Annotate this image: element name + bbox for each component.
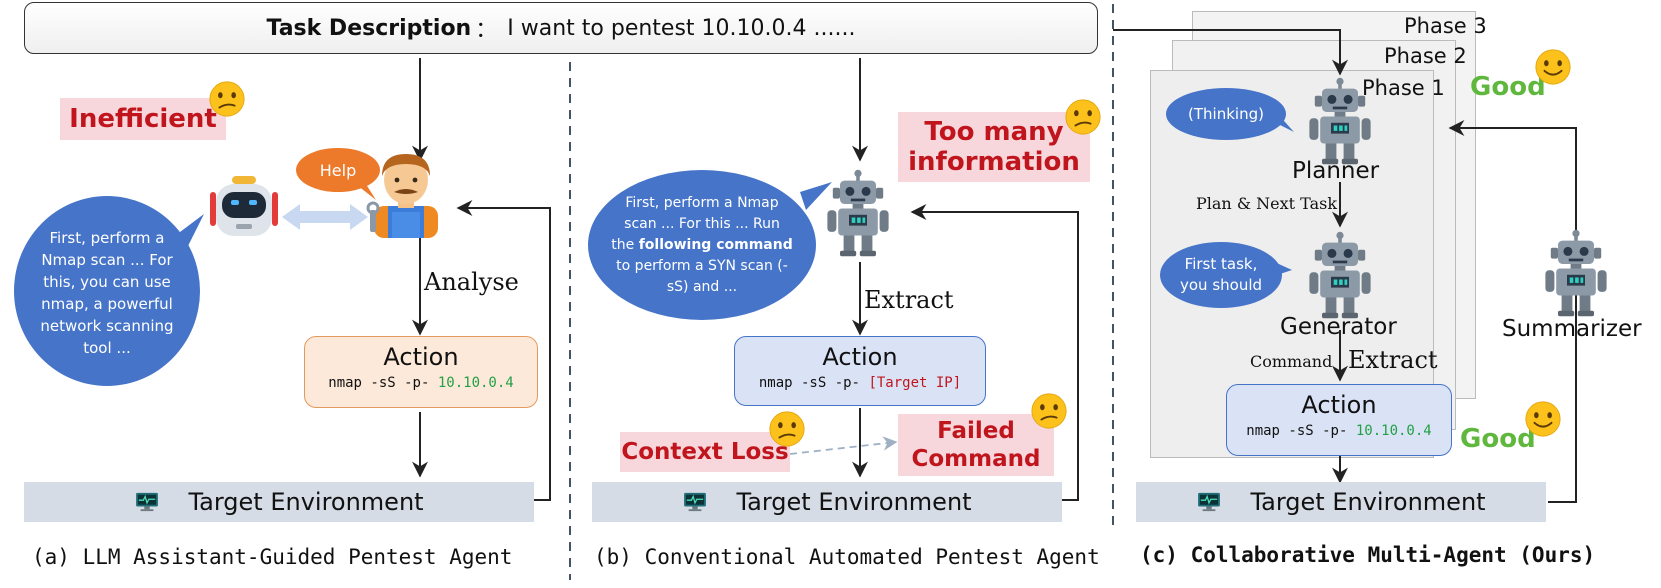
- action-box-a: Action nmap -sS -p- 10.10.0.4: [304, 336, 538, 408]
- monitor-icon: [1196, 492, 1222, 512]
- phase-2-label: Phase 2: [1384, 44, 1467, 68]
- planner-robot-icon: [1300, 76, 1380, 166]
- action-title-b: Action: [822, 343, 898, 371]
- phase-3-label: Phase 3: [1404, 14, 1487, 38]
- action-box-c: Action nmap -sS -p- 10.10.0.4: [1226, 384, 1452, 456]
- summarizer-robot-icon: [1536, 228, 1616, 318]
- task-separator: ：: [475, 18, 498, 43]
- smile-emoji-icon: [1534, 48, 1572, 86]
- task-label: Task Description: [266, 15, 472, 41]
- action-title-c: Action: [1301, 391, 1377, 419]
- thinking-bubble-tail: [1276, 112, 1294, 132]
- confused-emoji-icon: [768, 410, 806, 448]
- caption-a: (a) LLM Assistant-Guided Pentest Agent: [32, 545, 513, 569]
- good-label-bottom: Good: [1460, 424, 1536, 454]
- extract-label-b: Extract: [864, 286, 954, 314]
- planner-label: Planner: [1292, 158, 1380, 184]
- assistant-robot-icon: [210, 176, 278, 236]
- plan-next-task-label: Plan & Next Task: [1196, 194, 1338, 213]
- thinking-bubble: (Thinking): [1166, 88, 1286, 140]
- command-label: Command: [1250, 352, 1333, 371]
- monitor-icon: [134, 492, 160, 512]
- smile-emoji-icon: [1524, 400, 1562, 438]
- generator-label: Generator: [1280, 314, 1397, 340]
- caption-c: (c) Collaborative Multi-Agent (Ours): [1140, 543, 1596, 567]
- bubble-a-tail: [172, 214, 204, 250]
- action-box-b: Action nmap -sS -p- [Target IP]: [734, 336, 986, 406]
- double-arrow-icon: [282, 204, 368, 230]
- confused-emoji-icon: [1064, 98, 1102, 136]
- task-description-bar: Task Description ： I want to pentest 10.…: [24, 2, 1098, 54]
- help-bubble: Help: [296, 148, 380, 192]
- inefficient-label: Inefficient: [60, 98, 226, 140]
- confused-emoji-icon: [208, 80, 246, 118]
- action-title-a: Action: [383, 343, 459, 371]
- task-text: I want to pentest 10.10.0.4 ......: [507, 15, 856, 41]
- summarizer-label: Summarizer: [1502, 316, 1642, 342]
- agent-output-bubble: First, perform a Nmap scan ... For this …: [588, 170, 816, 320]
- worker-icon: [366, 154, 438, 238]
- context-loss-label: Context Loss: [620, 432, 790, 472]
- assistant-advice-bubble: First, perform a Nmap scan ... For this,…: [14, 196, 200, 386]
- analyse-label: Analyse: [424, 268, 519, 296]
- good-label-top: Good: [1470, 72, 1546, 102]
- action-command-a: nmap -sS -p- 10.10.0.4: [328, 375, 514, 391]
- robot-icon: [818, 168, 898, 258]
- first-task-bubble-tail: [1270, 260, 1292, 276]
- confused-emoji-icon: [1030, 392, 1068, 430]
- monitor-icon: [682, 492, 708, 512]
- generator-robot-icon: [1300, 230, 1380, 320]
- help-bubble-tail: [348, 178, 376, 200]
- target-environment-b: Target Environment: [592, 482, 1062, 522]
- extract-label-c: Extract: [1348, 346, 1438, 374]
- phase-1-label: Phase 1: [1362, 76, 1445, 100]
- action-command-b: nmap -sS -p- [Target IP]: [758, 375, 962, 391]
- target-environment-c: Target Environment: [1136, 482, 1546, 522]
- bubble-b-tail: [800, 182, 832, 210]
- action-command-c: nmap -sS -p- 10.10.0.4: [1246, 423, 1432, 439]
- target-environment-a: Target Environment: [24, 482, 534, 522]
- caption-b: (b) Conventional Automated Pentest Agent: [594, 545, 1100, 569]
- first-task-bubble: First task,you should: [1160, 242, 1282, 308]
